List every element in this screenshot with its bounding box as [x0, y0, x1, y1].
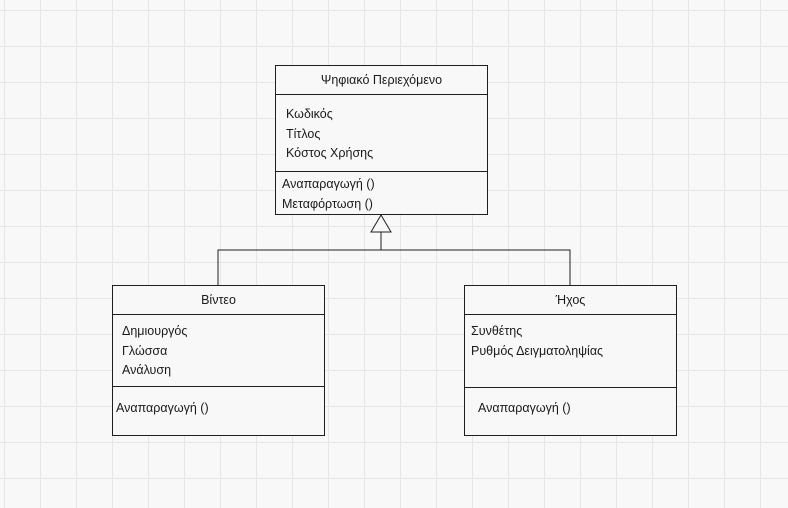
attribute-title: Τίτλος — [286, 126, 321, 141]
method-download: Μεταφόρτωση () — [282, 196, 373, 211]
attribute-code: Κωδικός — [286, 107, 333, 121]
attribute-usage-cost: Κόστος Χρήσης — [286, 146, 374, 160]
attribute-creator: Δημιουργός — [122, 324, 188, 338]
generalization-line-video — [217, 232, 382, 286]
method-play: Αναπαραγωγή () — [478, 401, 571, 415]
methods-section: Αναπαραγωγή () — [465, 388, 676, 419]
attribute-language: Γλώσσα — [122, 343, 168, 358]
generalization-arrowhead — [370, 214, 392, 233]
attribute-sampling-rate: Ρυθμός Δειγματοληψίας — [471, 343, 604, 358]
method-play: Αναπαραγωγή () — [116, 401, 209, 415]
attribute-resolution: Ανάλυση — [122, 363, 172, 377]
methods-section: Αναπαραγωγή () — [113, 387, 324, 419]
class-digital-content[interactable]: Ψηφιακό Περιεχόμενο Κωδικός Τίτλος Κόστο… — [275, 65, 488, 215]
attributes-section: Κωδικός Τίτλος Κόστος Χρήσης — [276, 95, 487, 172]
class-audio[interactable]: Ήχος Συνθέτης Ρυθμός Δειγματοληψίας Αναπ… — [464, 285, 677, 436]
attributes-section: Συνθέτης Ρυθμός Δειγματοληψίας — [465, 315, 676, 388]
methods-section: Αναπαραγωγή () Μεταφόρτωση () — [276, 172, 487, 214]
method-play: Αναπαραγωγή () — [282, 177, 375, 191]
attributes-section: Δημιουργός Γλώσσα Ανάλυση — [113, 315, 324, 387]
class-name: Ψηφιακό Περιεχόμενο — [276, 66, 487, 95]
attribute-composer: Συνθέτης — [471, 324, 523, 338]
class-name: Βίντεο — [113, 286, 324, 315]
class-video[interactable]: Βίντεο Δημιουργός Γλώσσα Ανάλυση Αναπαρα… — [112, 285, 325, 436]
generalization-line-audio — [381, 249, 571, 286]
class-name: Ήχος — [465, 286, 676, 315]
